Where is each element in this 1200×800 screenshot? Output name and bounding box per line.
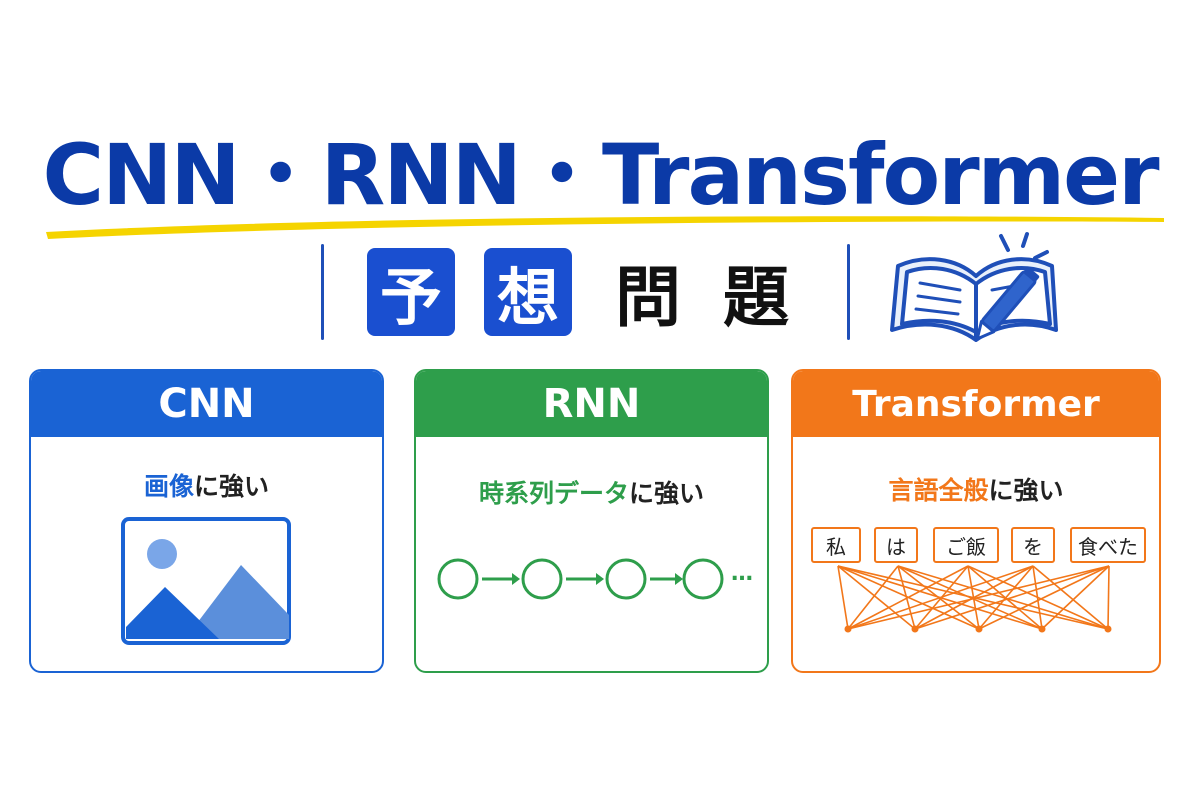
subtitle-char-1: 予 xyxy=(367,248,455,336)
subtitle-char-2: 想 xyxy=(484,248,572,336)
rnn-ellipsis: … xyxy=(731,561,753,586)
sequence-diagram xyxy=(437,558,724,600)
left-divider xyxy=(321,244,324,340)
attention-diagram xyxy=(837,565,1112,633)
title-underline xyxy=(46,216,1164,239)
cnn-card-description: 画像に強い xyxy=(31,467,382,503)
transformer-card: Transformer 言語全般に強い xyxy=(791,369,1161,673)
token-1: 私 xyxy=(811,527,861,563)
token-2: は xyxy=(874,527,918,563)
transformer-rest-text: に強い xyxy=(988,476,1064,505)
transformer-card-description: 言語全般に強い xyxy=(793,471,1159,507)
transformer-highlight-text: 言語全般 xyxy=(888,476,989,505)
landscape-image-icon xyxy=(121,517,291,645)
rnn-highlight-text: 時系列データ xyxy=(478,479,629,508)
page-title: CNN・RNN・Transformer xyxy=(42,126,1159,224)
token-5: 食べた xyxy=(1070,527,1146,563)
token-3: ご飯 xyxy=(933,527,999,563)
token-4: を xyxy=(1011,527,1055,563)
subtitle-char-3: 問 xyxy=(615,259,681,336)
cnn-rest-text: に強い xyxy=(194,472,270,501)
cnn-card-title: CNN xyxy=(31,371,382,437)
rnn-card-title: RNN xyxy=(416,371,767,437)
rnn-rest-text: に強い xyxy=(629,479,705,508)
open-book-with-pen-icon xyxy=(890,232,1058,342)
cnn-card: CNN 画像に強い xyxy=(29,369,384,673)
transformer-card-title: Transformer xyxy=(793,371,1159,437)
subtitle-char-4: 題 xyxy=(723,259,789,336)
cnn-highlight-text: 画像 xyxy=(143,472,194,501)
rnn-card: RNN 時系列データに強い … xyxy=(414,369,769,673)
right-divider xyxy=(847,244,850,340)
rnn-card-description: 時系列データに強い xyxy=(416,474,767,510)
